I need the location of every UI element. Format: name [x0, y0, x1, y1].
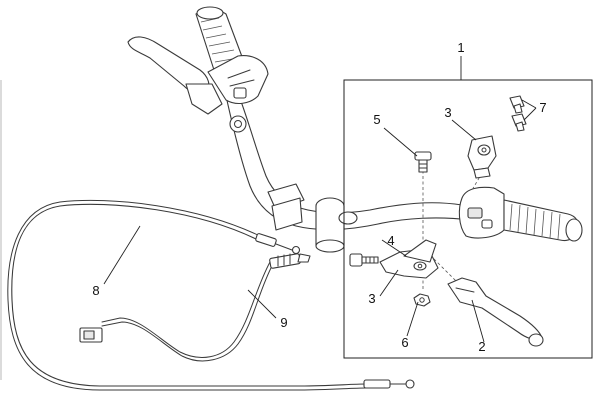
brake-cable	[7, 199, 415, 391]
callout-9: 9	[280, 315, 288, 330]
assembly-guide	[429, 254, 461, 286]
stop-switch-cable	[79, 253, 311, 362]
callout-3-lower: 3	[368, 291, 376, 306]
callout-5: 5	[373, 112, 381, 127]
left-switch-housing	[207, 55, 269, 105]
nut	[413, 293, 431, 307]
lever-bracket	[379, 239, 439, 279]
left-brake-lever	[127, 36, 247, 133]
handlebar-tube	[225, 87, 471, 231]
assembly-group-frame	[343, 79, 593, 359]
screws-pair	[509, 95, 527, 132]
callout-8: 8	[92, 283, 100, 298]
right-grip	[503, 199, 583, 242]
bolt	[414, 151, 432, 173]
leader-lines	[103, 56, 537, 343]
clamp-bracket-upper	[467, 135, 497, 179]
left-grip	[195, 6, 245, 73]
callout-2: 2	[478, 339, 486, 354]
callout-1: 1	[457, 40, 465, 55]
callout-3-upper: 3	[444, 105, 452, 120]
assembly-guide	[471, 167, 486, 191]
adjusting-screw	[349, 253, 379, 267]
callout-4: 4	[387, 233, 395, 248]
right-brake-lever	[447, 277, 544, 347]
callout-7: 7	[539, 100, 547, 115]
callout-6: 6	[401, 335, 409, 350]
right-switch-housing	[458, 186, 505, 239]
handlebar-riser-clamp	[267, 183, 358, 253]
